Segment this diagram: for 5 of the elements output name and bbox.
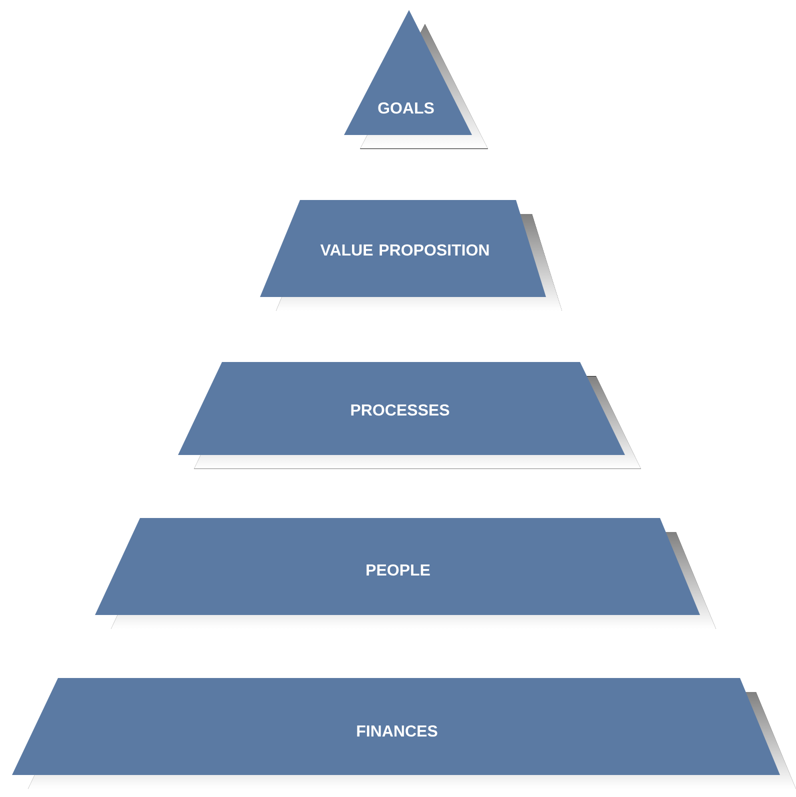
pyramid-band: FINANCES <box>12 678 796 789</box>
pyramid-band: PROCESSES <box>178 362 641 469</box>
pyramid-band: GOALS <box>344 10 488 149</box>
pyramid-band: PEOPLE <box>95 518 716 629</box>
pyramid-band: VALUE PROPOSITION <box>260 200 562 311</box>
